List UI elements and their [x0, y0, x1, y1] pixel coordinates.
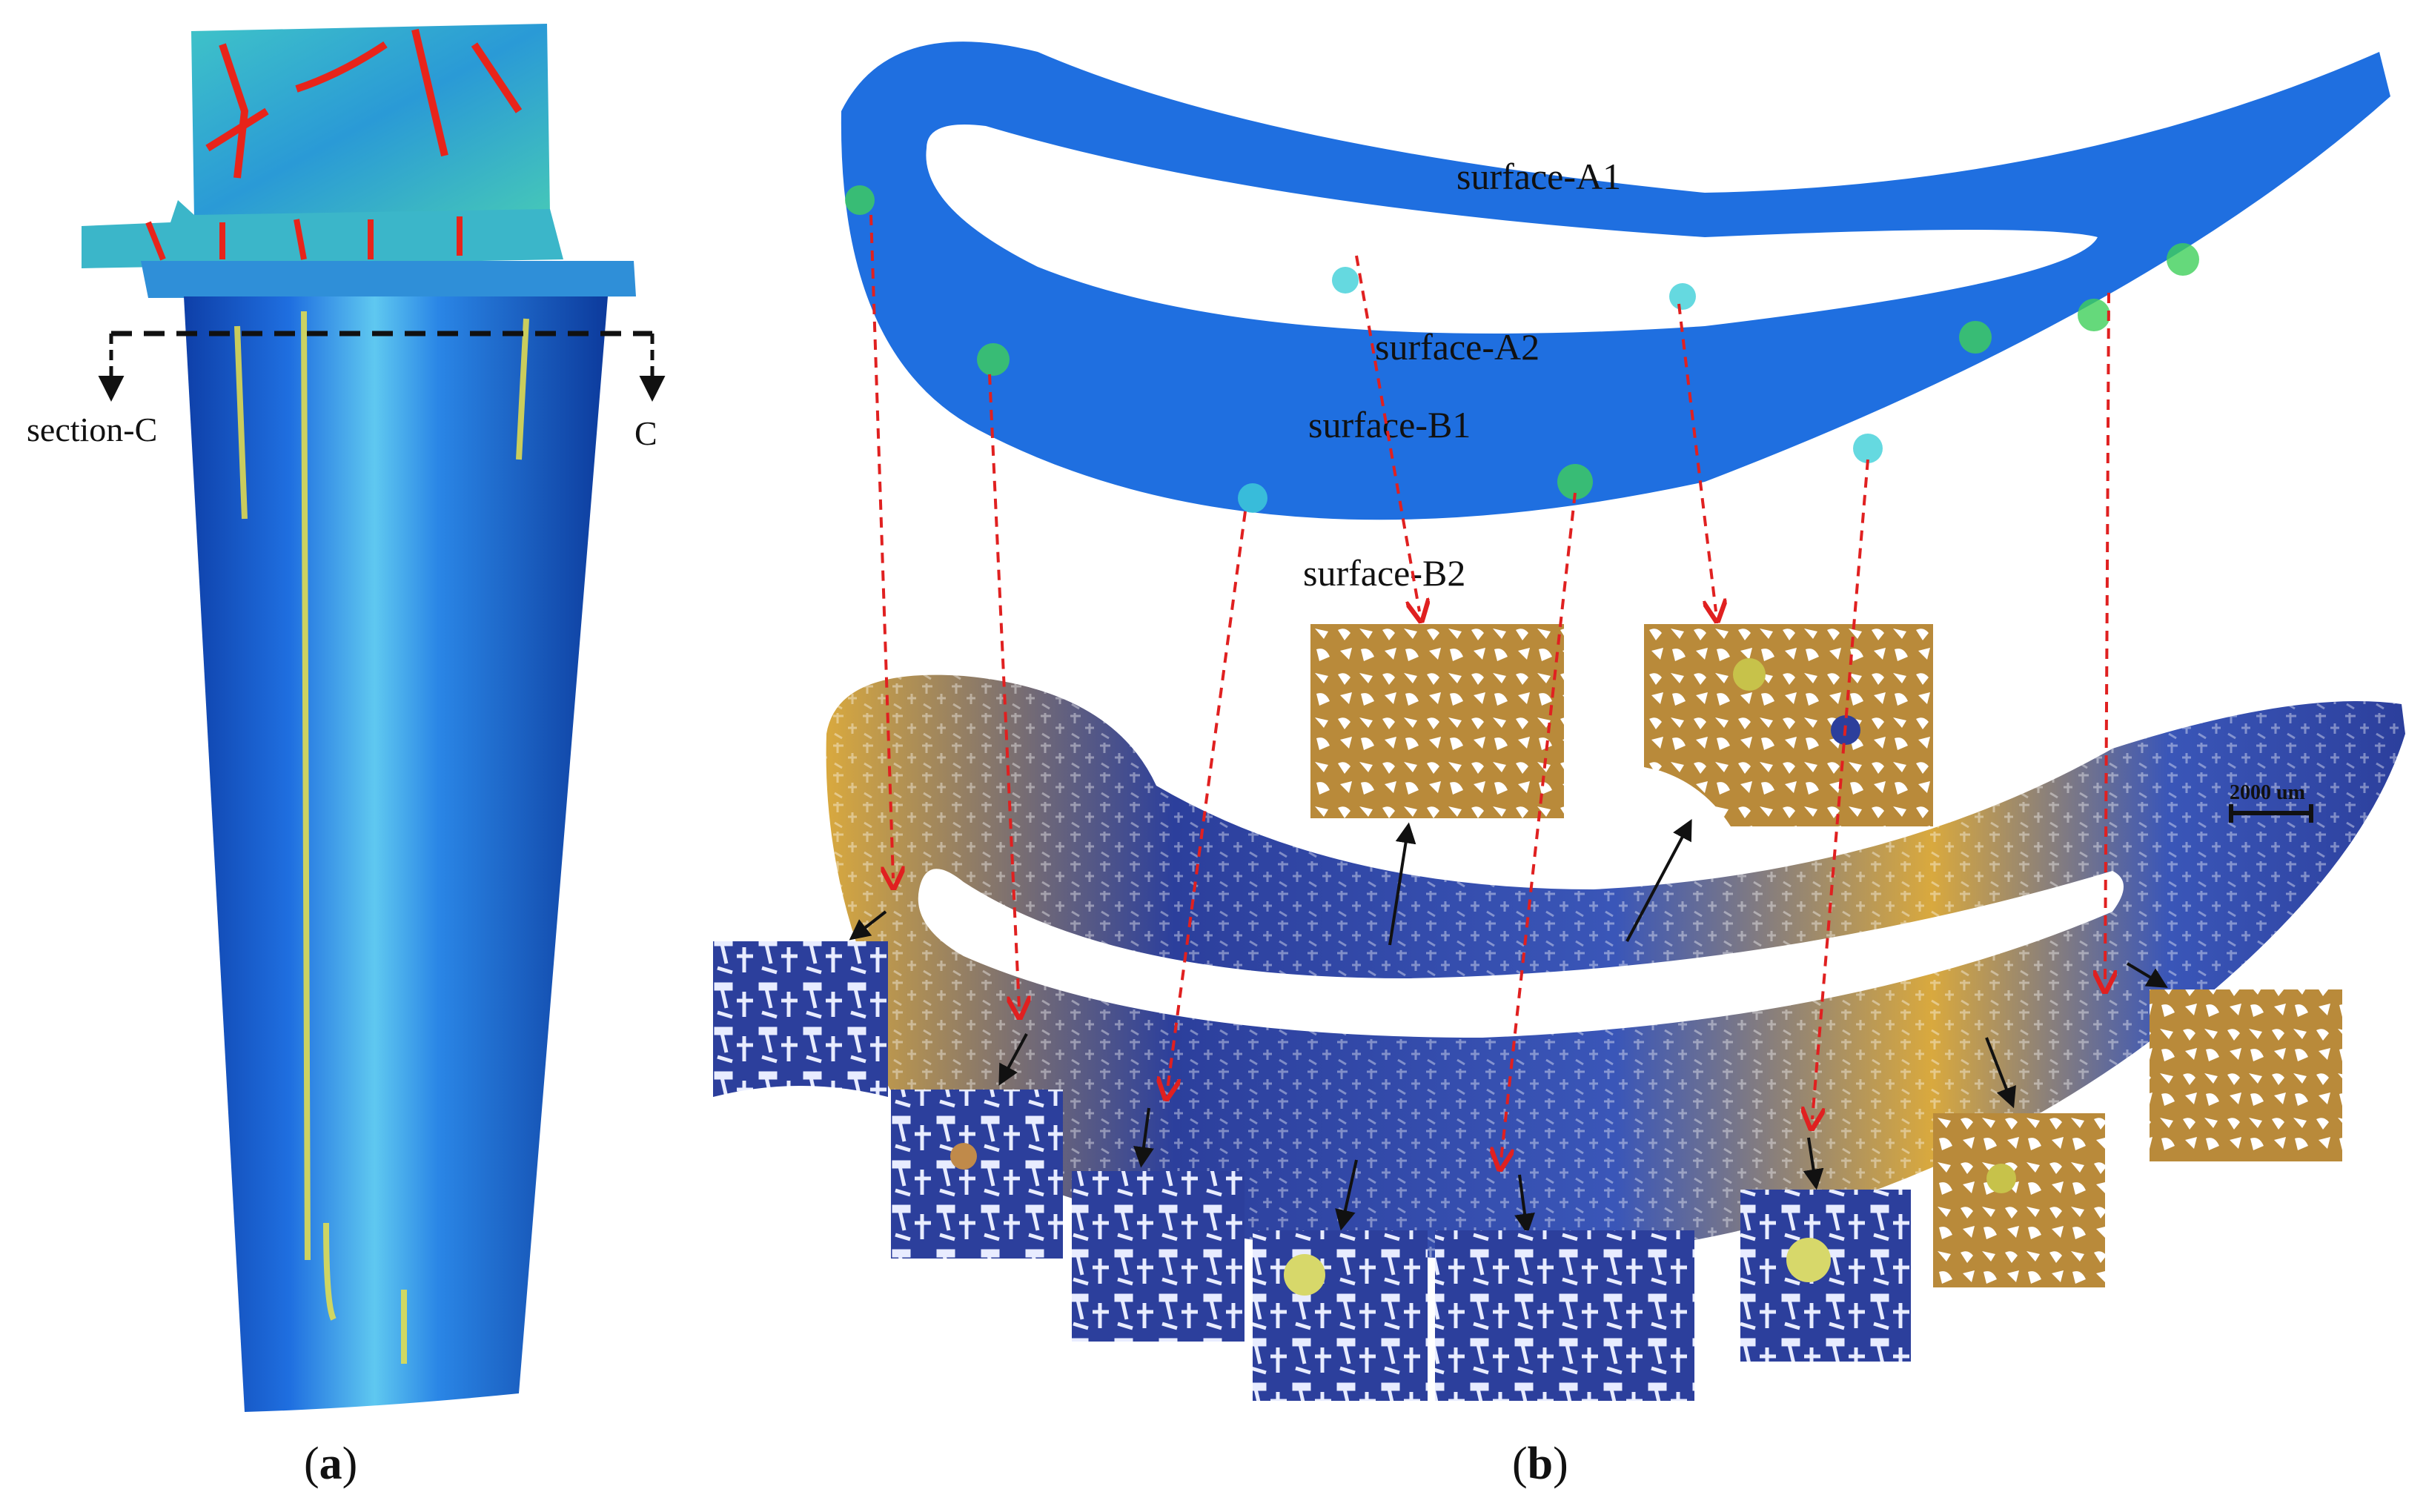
- red-dashed-arrows: [869, 214, 2109, 1160]
- black-arrows: [849, 819, 2168, 1235]
- blade-airfoil: [184, 296, 608, 1412]
- micrograph-inset-2: [1644, 624, 1933, 826]
- panel-a: section-C C (a): [27, 24, 666, 1489]
- caption-b: (b): [1512, 1439, 1568, 1489]
- label-surface-b2: surface-B2: [1303, 552, 1465, 594]
- hotspots: [845, 185, 2199, 513]
- micrograph-inset-1: [1310, 624, 1564, 818]
- section-cut-line: [98, 331, 666, 402]
- caption-a: (a): [304, 1439, 357, 1489]
- label-surface-a2: surface-A2: [1375, 326, 1540, 368]
- experimental-cross-section: [826, 674, 2405, 1260]
- panel-b: surface-A1 surface-A2 surface-B1 surface…: [713, 42, 2405, 1489]
- scale-bar-label: 2000 um: [2230, 781, 2305, 804]
- section-label: section-C: [27, 411, 157, 448]
- micrograph-insets-bottom: [713, 941, 2342, 1401]
- simulation-cross-section: [841, 42, 2390, 520]
- section-end-label: C: [634, 414, 657, 452]
- scale-bar: 2000 um: [2229, 781, 2313, 823]
- label-surface-a1: surface-A1: [1456, 156, 1621, 197]
- blade-root: [82, 24, 636, 298]
